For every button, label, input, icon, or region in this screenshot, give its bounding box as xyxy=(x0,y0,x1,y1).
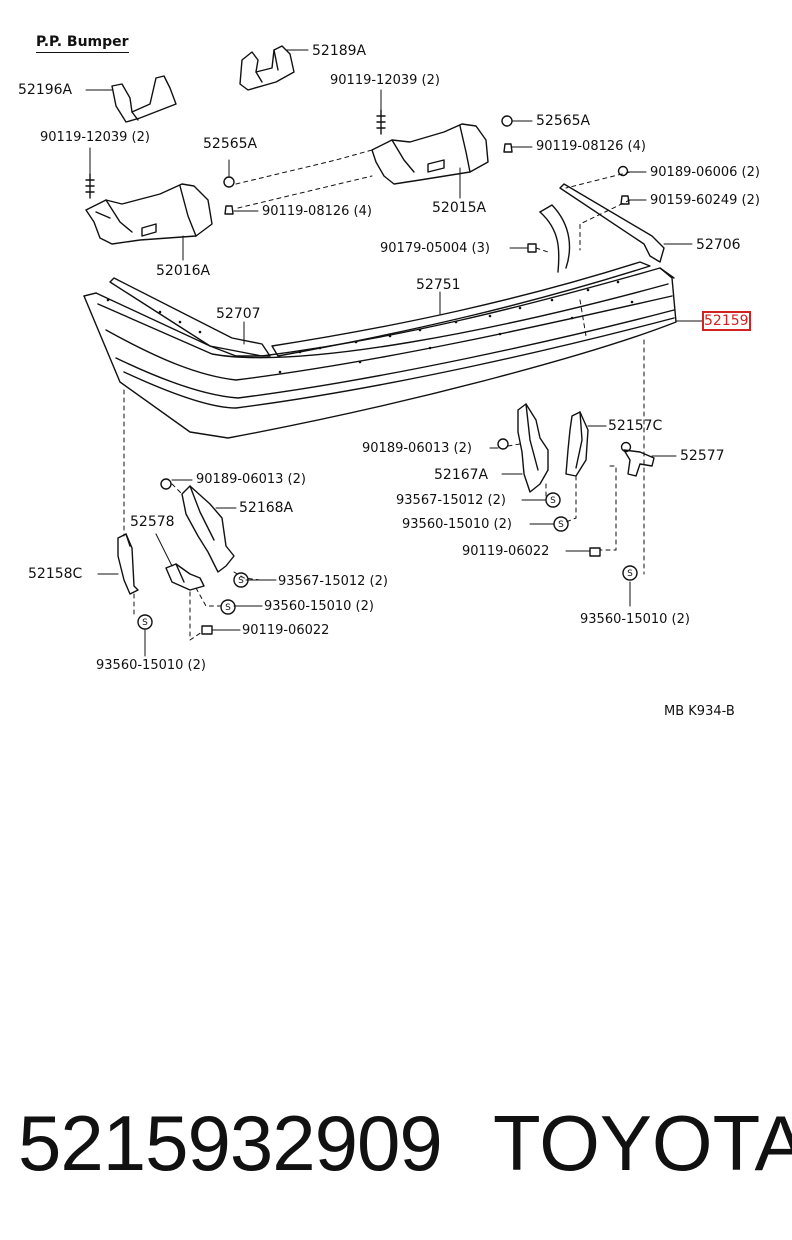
part-label-90189-06013-right[interactable]: 90189-06013 (2) xyxy=(362,441,472,456)
footer-part-number: 5215932909 xyxy=(18,1099,443,1187)
part-label-90119-06022-right[interactable]: 90119-06022 xyxy=(462,544,550,559)
part-label-90189-06006[interactable]: 90189-06006 (2) xyxy=(650,165,760,180)
assembly-guide-lines xyxy=(123,149,645,641)
part-label-93567-15012-left[interactable]: 93567-15012 (2) xyxy=(278,574,388,589)
part-label-52196A[interactable]: 52196A xyxy=(18,82,73,98)
bracket-52167A-shape xyxy=(517,403,549,493)
clip-letter: S xyxy=(142,618,148,628)
part-label-52707[interactable]: 52707 xyxy=(216,306,261,322)
part-label-52565A-top[interactable]: 52565A xyxy=(536,113,591,129)
part-label-52167A[interactable]: 52167A xyxy=(434,467,489,483)
diagram-reference-code: MB K934-B xyxy=(664,704,735,719)
part-label-90159-60249[interactable]: 90159-60249 (2) xyxy=(650,193,760,208)
part-label-52168A[interactable]: 52168A xyxy=(239,500,294,516)
part-label-52157C[interactable]: 52157C xyxy=(608,418,663,434)
part-label-93567-15012-right[interactable]: 93567-15012 (2) xyxy=(396,493,506,508)
part-label-52577[interactable]: 52577 xyxy=(680,448,725,464)
bracket-52189A-shape xyxy=(239,45,295,91)
diagram-title: P.P. Bumper xyxy=(36,34,129,53)
bumper-cover-shape xyxy=(83,204,677,439)
part-label-90179-05004[interactable]: 90179-05004 (3) xyxy=(380,241,490,256)
clip-letter: S xyxy=(550,496,556,506)
part-label-52751[interactable]: 52751 xyxy=(416,277,461,293)
bracket-52196A-shape xyxy=(111,75,177,123)
bracket-52015A-shape xyxy=(371,123,489,185)
fastener-shapes xyxy=(85,109,632,635)
part-label-52565A-left[interactable]: 52565A xyxy=(203,136,258,152)
bracket-52168A-shape xyxy=(181,485,235,573)
part-label-90119-12039-left[interactable]: 90119-12039 (2) xyxy=(40,130,150,145)
bracket-52158C-shape xyxy=(117,533,139,595)
clip-letter: S xyxy=(558,520,564,530)
bracket-52578-shape xyxy=(165,563,205,591)
part-label-93560-15010-right[interactable]: 93560-15010 (2) xyxy=(402,517,512,532)
bracket-52016A-shape xyxy=(85,183,213,245)
part-label-52015A[interactable]: 52015A xyxy=(432,200,487,216)
clip-letter: S xyxy=(238,576,244,586)
mounting-holes xyxy=(106,280,634,374)
footer-brand: TOYOTA xyxy=(493,1099,792,1187)
bracket-52577-shape xyxy=(623,449,655,477)
leader-lines xyxy=(85,49,703,657)
part-label-52016A[interactable]: 52016A xyxy=(156,263,211,279)
part-label-52706[interactable]: 52706 xyxy=(696,237,741,253)
part-label-90119-08126-top[interactable]: 90119-08126 (4) xyxy=(536,139,646,154)
clip-symbols xyxy=(137,492,638,630)
part-label-52189A[interactable]: 52189A xyxy=(312,43,367,59)
part-label-52158C[interactable]: 52158C xyxy=(28,566,83,582)
part-label-93560-15010-bottom[interactable]: 93560-15010 (2) xyxy=(96,658,206,673)
bracket-52157C-shape xyxy=(565,411,589,477)
upper-retainer-strips xyxy=(109,183,665,357)
part-label-52578[interactable]: 52578 xyxy=(130,514,175,530)
part-label-90119-08126-left[interactable]: 90119-08126 (4) xyxy=(262,204,372,219)
part-label-90189-06013-left[interactable]: 90189-06013 (2) xyxy=(196,472,306,487)
part-label-90119-06022-left[interactable]: 90119-06022 xyxy=(242,623,330,638)
part-label-52159-highlighted[interactable]: 52159 xyxy=(702,311,751,331)
clip-letter: S xyxy=(627,569,633,579)
part-label-93560-15010-farright[interactable]: 93560-15010 (2) xyxy=(580,612,690,627)
clip-letter: S xyxy=(225,603,231,613)
part-label-93560-15010-left[interactable]: 93560-15010 (2) xyxy=(264,599,374,614)
part-label-90119-12039-top[interactable]: 90119-12039 (2) xyxy=(330,73,440,88)
